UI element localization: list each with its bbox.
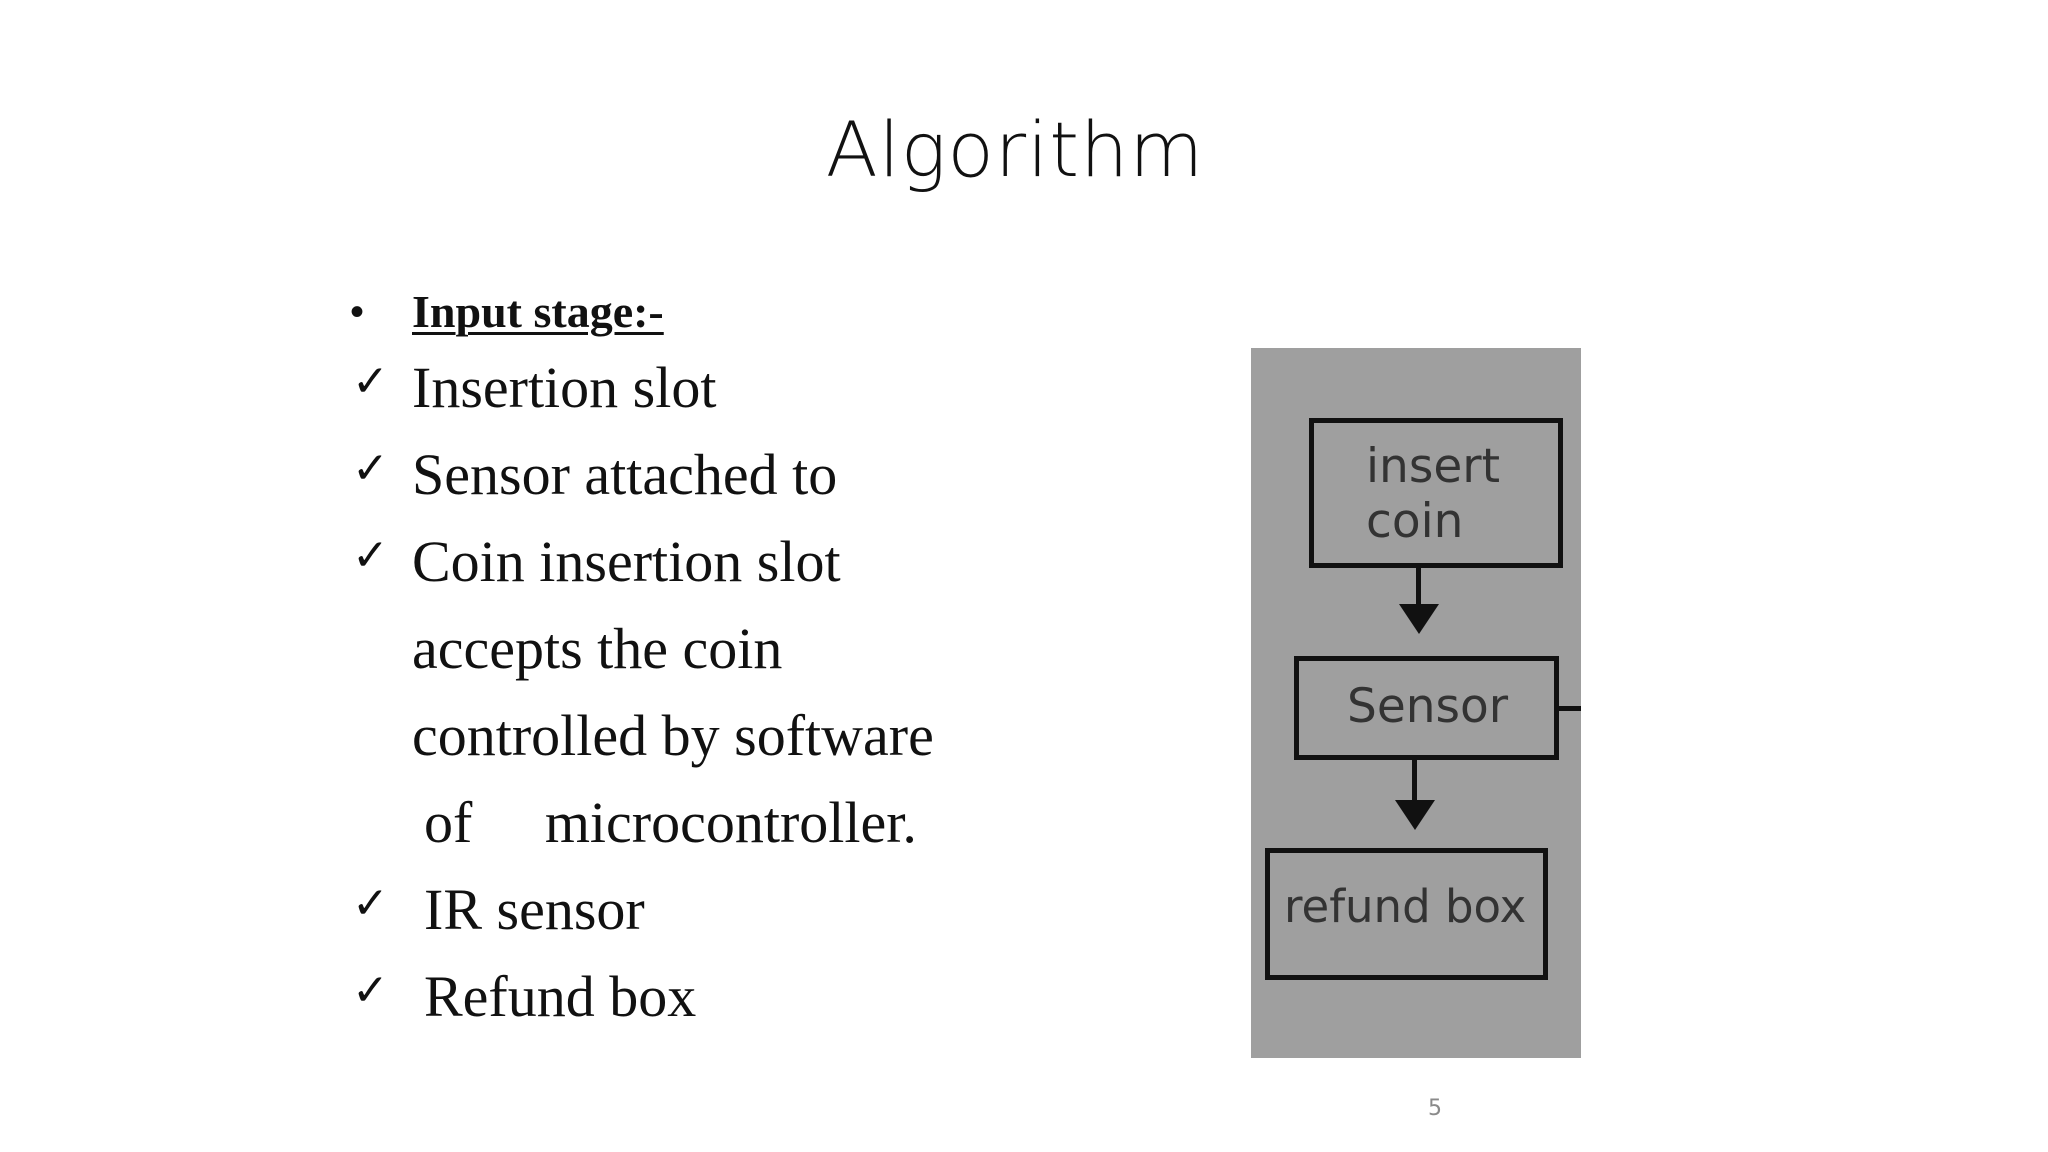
list-item-text: Coin insertion slot [412, 529, 841, 594]
section-heading: Input stage:- [412, 286, 664, 337]
list-item-text: of microcontroller. [424, 790, 917, 855]
slide-content: • Input stage:- ✓ Insertion slot ✓ Senso… [350, 280, 1170, 1040]
checkmark-icon: ✓ [352, 443, 389, 494]
list-item-text: IR sensor [424, 877, 645, 942]
list-item-text: Refund box [424, 964, 697, 1029]
list-item-continuation: accepts the coin [350, 605, 1170, 692]
page-number: 5 [1428, 1096, 1442, 1121]
list-item: ✓ IR sensor [350, 866, 1170, 953]
arrow-down-icon [1395, 800, 1435, 830]
bullet-icon: • [350, 290, 365, 334]
diagram-box-label: insert [1366, 439, 1501, 494]
section-heading-row: • Input stage:- [350, 280, 1170, 344]
slide-title: Algorithm [825, 105, 1205, 194]
flow-diagram-image: insert coin Sensor refund box [1251, 348, 1581, 1058]
diagram-connector-stub [1556, 706, 1581, 711]
checkmark-icon: ✓ [352, 530, 389, 581]
list-item-text: controlled by software [412, 703, 934, 768]
diagram-box-sensor: Sensor [1294, 656, 1559, 760]
diagram-arrow-line [1416, 568, 1421, 608]
list-item-text: Sensor attached to [412, 442, 838, 507]
list-item: ✓ Refund box [350, 953, 1170, 1040]
list-item: ✓ Sensor attached to [350, 431, 1170, 518]
list-item: ✓ Insertion slot [350, 344, 1170, 431]
list-item-continuation: controlled by software [350, 692, 1170, 779]
diagram-arrow-line [1412, 760, 1417, 804]
diagram-box-refund-box: refund box [1265, 848, 1548, 980]
checkmark-icon: ✓ [352, 356, 389, 407]
list-item: ✓ Coin insertion slot [350, 518, 1170, 605]
checkmark-icon: ✓ [352, 878, 389, 929]
list-item-text: accepts the coin [412, 616, 783, 681]
diagram-box-label: Sensor [1347, 679, 1509, 734]
list-item-text: Insertion slot [412, 355, 717, 420]
diagram-box-label: coin [1366, 494, 1464, 549]
arrow-down-icon [1399, 604, 1439, 634]
diagram-box-insert-coin: insert coin [1309, 418, 1563, 568]
list-item-continuation: of microcontroller. [350, 779, 1170, 866]
checkmark-icon: ✓ [352, 965, 389, 1016]
diagram-box-label: refund box [1284, 880, 1527, 933]
